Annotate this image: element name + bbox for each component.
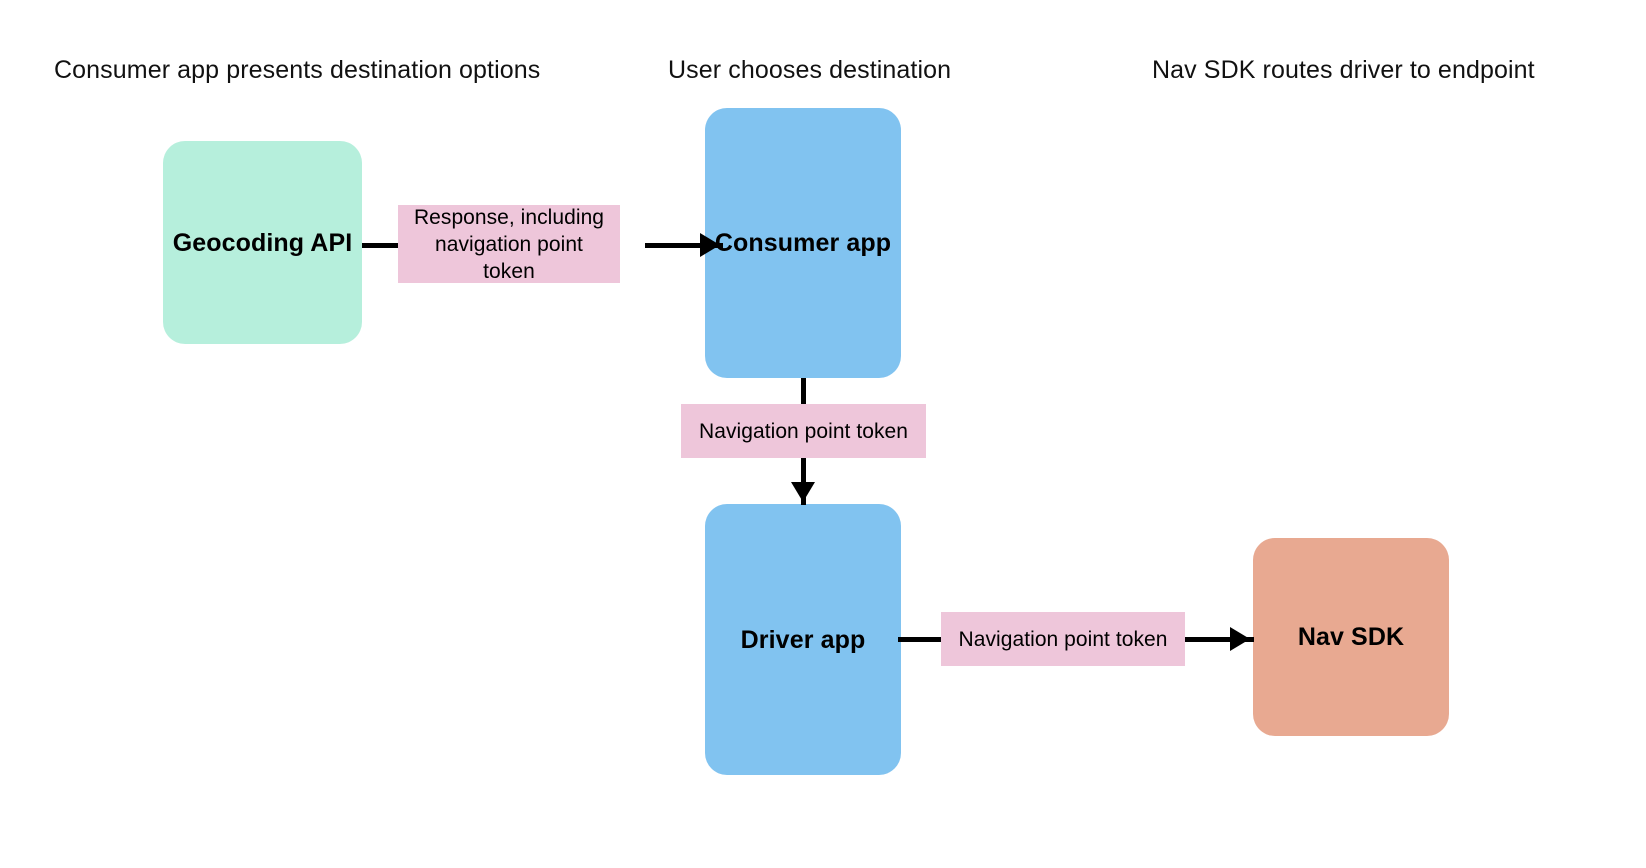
node-driver-app[interactable]: Driver app: [705, 504, 901, 775]
edge-label-response-text: Response, including navigation point tok…: [413, 205, 605, 283]
edge-line-driver-to-label: [898, 637, 945, 642]
column-heading-consumer-app-presents: Consumer app presents destination option…: [54, 56, 541, 84]
node-geocoding-api-label: Geocoding API: [172, 228, 353, 257]
node-driver-app-label: Driver app: [740, 625, 866, 654]
column-heading-user-chooses-destination: User chooses destination: [668, 56, 952, 84]
node-consumer-app-label: Consumer app: [714, 229, 892, 257]
node-nav-sdk-label: Nav SDK: [1297, 623, 1405, 651]
edge-label-navigation-point-token-vertical-text: Navigation point token: [699, 419, 908, 443]
node-geocoding-api[interactable]: Geocoding API: [163, 141, 362, 344]
edge-line-label-to-consumer: [645, 243, 723, 248]
edge-line-label-to-driver: [801, 457, 806, 505]
edge-label-navigation-point-token-vertical: Navigation point token: [681, 404, 926, 458]
edge-line-consumer-to-label: [801, 378, 806, 416]
edge-label-navigation-point-token-horizontal-text: Navigation point token: [958, 627, 1168, 651]
arrow-head-to-consumer-app: [700, 233, 720, 257]
arrow-head-to-driver-app: [791, 482, 815, 502]
node-consumer-app[interactable]: Consumer app: [705, 108, 901, 378]
node-nav-sdk[interactable]: Nav SDK: [1253, 538, 1449, 736]
edge-label-response-including-navigation-point-token: Response, including navigation point tok…: [398, 205, 620, 283]
edge-line-label-to-navsdk: [1182, 637, 1254, 642]
column-heading-nav-sdk-routes-driver: Nav SDK routes driver to endpoint: [1152, 56, 1535, 84]
edge-line-geocoding-to-label: [362, 243, 424, 248]
arrow-head-to-nav-sdk: [1230, 627, 1250, 651]
edge-label-navigation-point-token-horizontal: Navigation point token: [941, 612, 1185, 666]
